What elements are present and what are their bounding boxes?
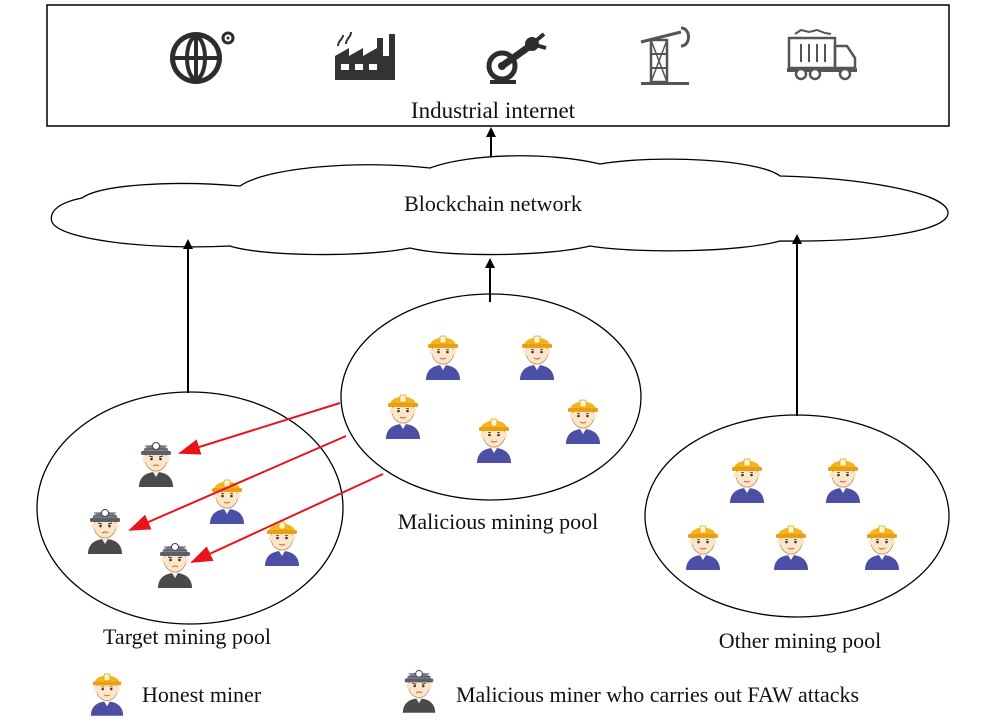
malicious-mining-pool: Malicious mining pool xyxy=(340,293,642,534)
honest-miner xyxy=(425,335,461,380)
honest-miner xyxy=(264,521,300,566)
robot-arm-icon xyxy=(486,32,547,84)
other-mining-pool: Other mining pool xyxy=(644,414,950,653)
legend-honest-miner-icon xyxy=(90,673,124,716)
honest-miner xyxy=(773,525,809,570)
legend-honest-label: Honest miner xyxy=(142,682,262,707)
blockchain-network-label: Blockchain network xyxy=(404,191,582,216)
oil-pump-icon xyxy=(640,26,690,85)
attack-arrow xyxy=(190,473,384,563)
legend-malicious-label: Malicious miner who carries out FAW atta… xyxy=(456,682,859,707)
honest-miner xyxy=(209,479,245,524)
honest-miner xyxy=(385,394,421,439)
honest-miner xyxy=(519,335,555,380)
target-pool-label: Target mining pool xyxy=(103,624,271,649)
industrial-internet-label: Industrial internet xyxy=(411,98,576,123)
blockchain-cloud: Blockchain network xyxy=(50,155,949,256)
malicious-miner xyxy=(138,442,174,487)
attack-arrow xyxy=(178,402,341,455)
honest-miner xyxy=(476,418,512,463)
legend-malicious-miner-icon xyxy=(402,669,436,713)
honest-miner xyxy=(825,458,861,503)
malicious-miner xyxy=(157,543,193,588)
legend: Honest miner Malicious miner who carries… xyxy=(90,669,859,716)
industrial-internet-box: Industrial internet xyxy=(46,4,950,127)
faw-attack-arrows xyxy=(128,402,384,563)
malicious-miner xyxy=(87,509,123,554)
factory-icon xyxy=(335,31,395,80)
attack-arrow xyxy=(128,435,347,531)
target-mining-pool: Target mining pool xyxy=(36,391,344,649)
honest-miner xyxy=(729,458,765,503)
malicious-pool-label: Malicious mining pool xyxy=(398,509,598,534)
globe-gear-icon xyxy=(170,31,235,84)
other-pool-label: Other mining pool xyxy=(719,628,882,653)
honest-miner xyxy=(864,525,900,570)
honest-miner xyxy=(685,525,721,570)
honest-miner xyxy=(565,399,601,444)
truck-icon xyxy=(787,28,857,81)
